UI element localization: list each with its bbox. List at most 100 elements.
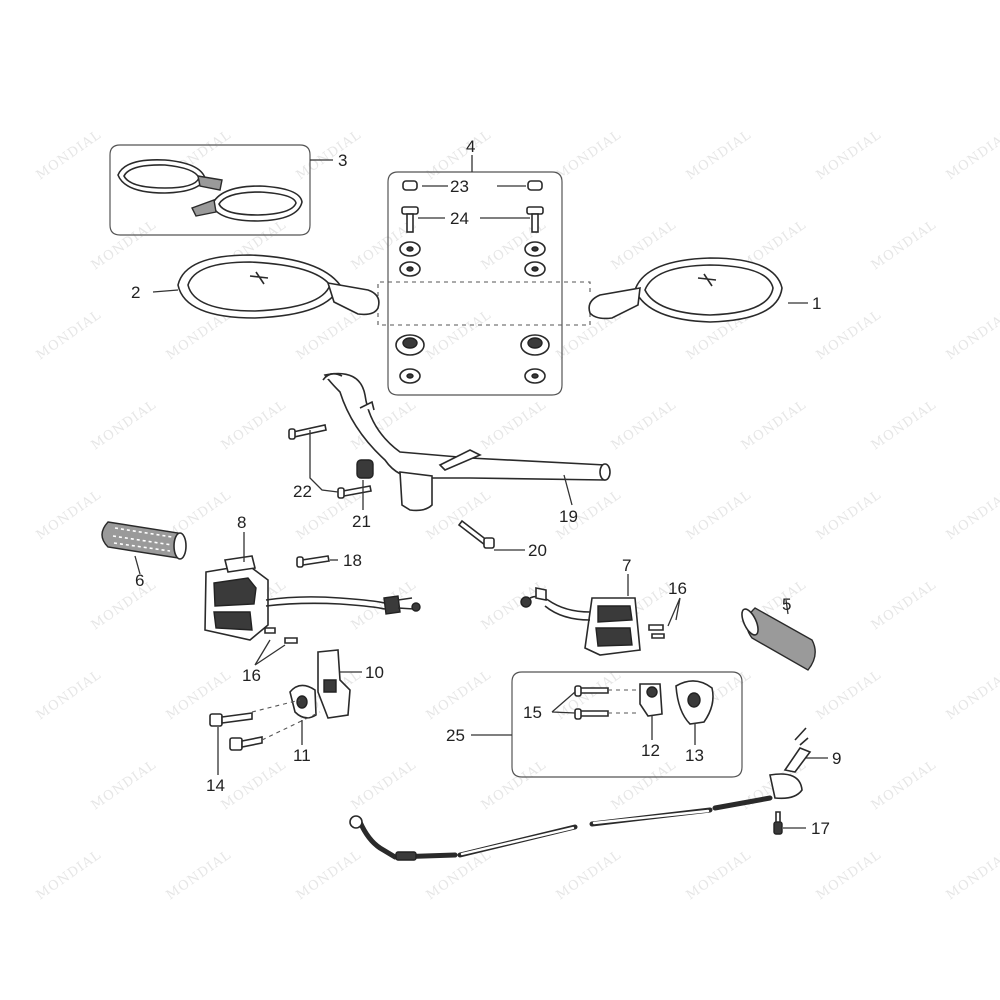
callout-16-left: 16: [242, 666, 261, 685]
watermark-text: MONDIAL: [609, 397, 680, 453]
watermark-text: MONDIAL: [164, 667, 235, 723]
watermark-text: MONDIAL: [89, 757, 160, 813]
callout-13: 13: [685, 746, 704, 765]
watermark-text: MONDIAL: [869, 757, 940, 813]
throttle-clamp-12: [639, 683, 663, 717]
watermark-text: MONDIAL: [814, 847, 885, 903]
watermark-text: MONDIAL: [814, 307, 885, 363]
screw-22-lower: [337, 485, 372, 499]
callout-24: 24: [450, 209, 469, 228]
callout-10: 10: [365, 663, 384, 682]
watermark-text: MONDIAL: [814, 487, 885, 543]
watermark-text: MONDIAL: [349, 757, 420, 813]
callout-5: 5: [782, 595, 791, 614]
callout-19: 19: [559, 507, 578, 526]
watermark-text: MONDIAL: [294, 307, 365, 363]
right-switch-assembly: [520, 587, 641, 656]
watermark-text: MONDIAL: [684, 127, 755, 183]
callout-21: 21: [352, 512, 371, 531]
throttle-housing-group: [511, 671, 743, 778]
screw-20: [457, 519, 495, 549]
mount-hardware-group: [377, 171, 591, 396]
watermark-text: MONDIAL: [34, 127, 105, 183]
lever-bracket-10: [317, 649, 351, 719]
left-switch-assembly: [204, 555, 421, 641]
right-mirror: [588, 257, 783, 323]
callout-16-right: 16: [668, 579, 687, 598]
screws-16-left: [264, 627, 298, 644]
watermark-text: MONDIAL: [89, 577, 160, 633]
watermark-text: MONDIAL: [219, 757, 290, 813]
callout-12: 12: [641, 741, 660, 760]
screw-18: [296, 555, 330, 568]
watermark-text: MONDIAL: [424, 487, 495, 543]
watermark-text: MONDIAL: [479, 397, 550, 453]
callout-3: 3: [338, 151, 347, 170]
watermark-text: MONDIAL: [814, 127, 885, 183]
cap-right: [527, 180, 543, 191]
watermark-text: MONDIAL: [34, 487, 105, 543]
callout-6: 6: [135, 571, 144, 590]
watermark-text: MONDIAL: [944, 667, 1000, 723]
callout-22: 22: [293, 482, 312, 501]
callout-9: 9: [832, 749, 841, 768]
watermark-text: MONDIAL: [869, 217, 940, 273]
watermark-text: MONDIAL: [479, 577, 550, 633]
watermark-text: MONDIAL: [554, 847, 625, 903]
callout-labels: 1 2 3 4 23 24 19 20 21 22 18 8 6 7 16 5 …: [131, 137, 841, 838]
watermark-text: MONDIAL: [944, 847, 1000, 903]
mirror-set-left-mirror: [117, 158, 223, 194]
watermark-text: MONDIAL: [89, 217, 160, 273]
watermark-text: MONDIAL: [684, 487, 755, 543]
callout-11: 11: [293, 746, 311, 765]
watermark-text: MONDIAL: [294, 847, 365, 903]
watermark-text: MONDIAL: [944, 127, 1000, 183]
screw-17: [773, 811, 783, 835]
callout-15: 15: [523, 703, 542, 722]
watermark-text: MONDIAL: [34, 667, 105, 723]
throttle-cable-9: [349, 727, 812, 861]
callout-1: 1: [812, 294, 821, 313]
mirror-set-right-mirror: [191, 185, 303, 222]
throttle-cover-13: [675, 680, 714, 725]
bolt-right: [526, 206, 544, 233]
handlebar: [322, 372, 611, 512]
screws-16-right: [648, 624, 665, 639]
callout-2: 2: [131, 283, 140, 302]
watermark-text: MONDIAL: [424, 307, 495, 363]
watermark-text: MONDIAL: [479, 757, 550, 813]
watermark-text: MONDIAL: [424, 127, 495, 183]
callout-20: 20: [528, 541, 547, 560]
bolt-left: [401, 206, 419, 233]
callout-18: 18: [343, 551, 362, 570]
plug-21: [356, 459, 374, 479]
screws-15: [574, 685, 640, 720]
throttle-housing-box: [511, 671, 743, 778]
mount-hardware-box: [387, 171, 563, 396]
watermark-text: MONDIAL: [869, 397, 940, 453]
screw-22-upper: [288, 424, 327, 440]
bushing-left: [395, 334, 425, 356]
watermark-text: MONDIAL: [609, 757, 680, 813]
watermark-text: MONDIAL: [814, 667, 885, 723]
callout-25: 25: [446, 726, 465, 745]
leader-lines: [134, 155, 828, 829]
watermark-text: MONDIAL: [944, 307, 1000, 363]
watermark-text: MONDIAL: [219, 397, 290, 453]
watermark-text: MONDIAL: [164, 847, 235, 903]
watermark-text: MONDIAL: [34, 847, 105, 903]
bolts-14: [209, 699, 321, 751]
left-grip: [101, 521, 187, 560]
watermark-text: MONDIAL: [89, 397, 160, 453]
watermark-text: MONDIAL: [424, 667, 495, 723]
callout-7: 7: [622, 556, 631, 575]
watermark-text: MONDIAL: [684, 847, 755, 903]
bushing-right: [520, 334, 550, 356]
callout-4: 4: [466, 137, 475, 156]
mirror-set-box: [109, 144, 311, 236]
watermark-text: MONDIAL: [739, 397, 810, 453]
callout-23: 23: [450, 177, 469, 196]
watermark-text: MONDIAL: [944, 487, 1000, 543]
callout-8: 8: [237, 513, 246, 532]
